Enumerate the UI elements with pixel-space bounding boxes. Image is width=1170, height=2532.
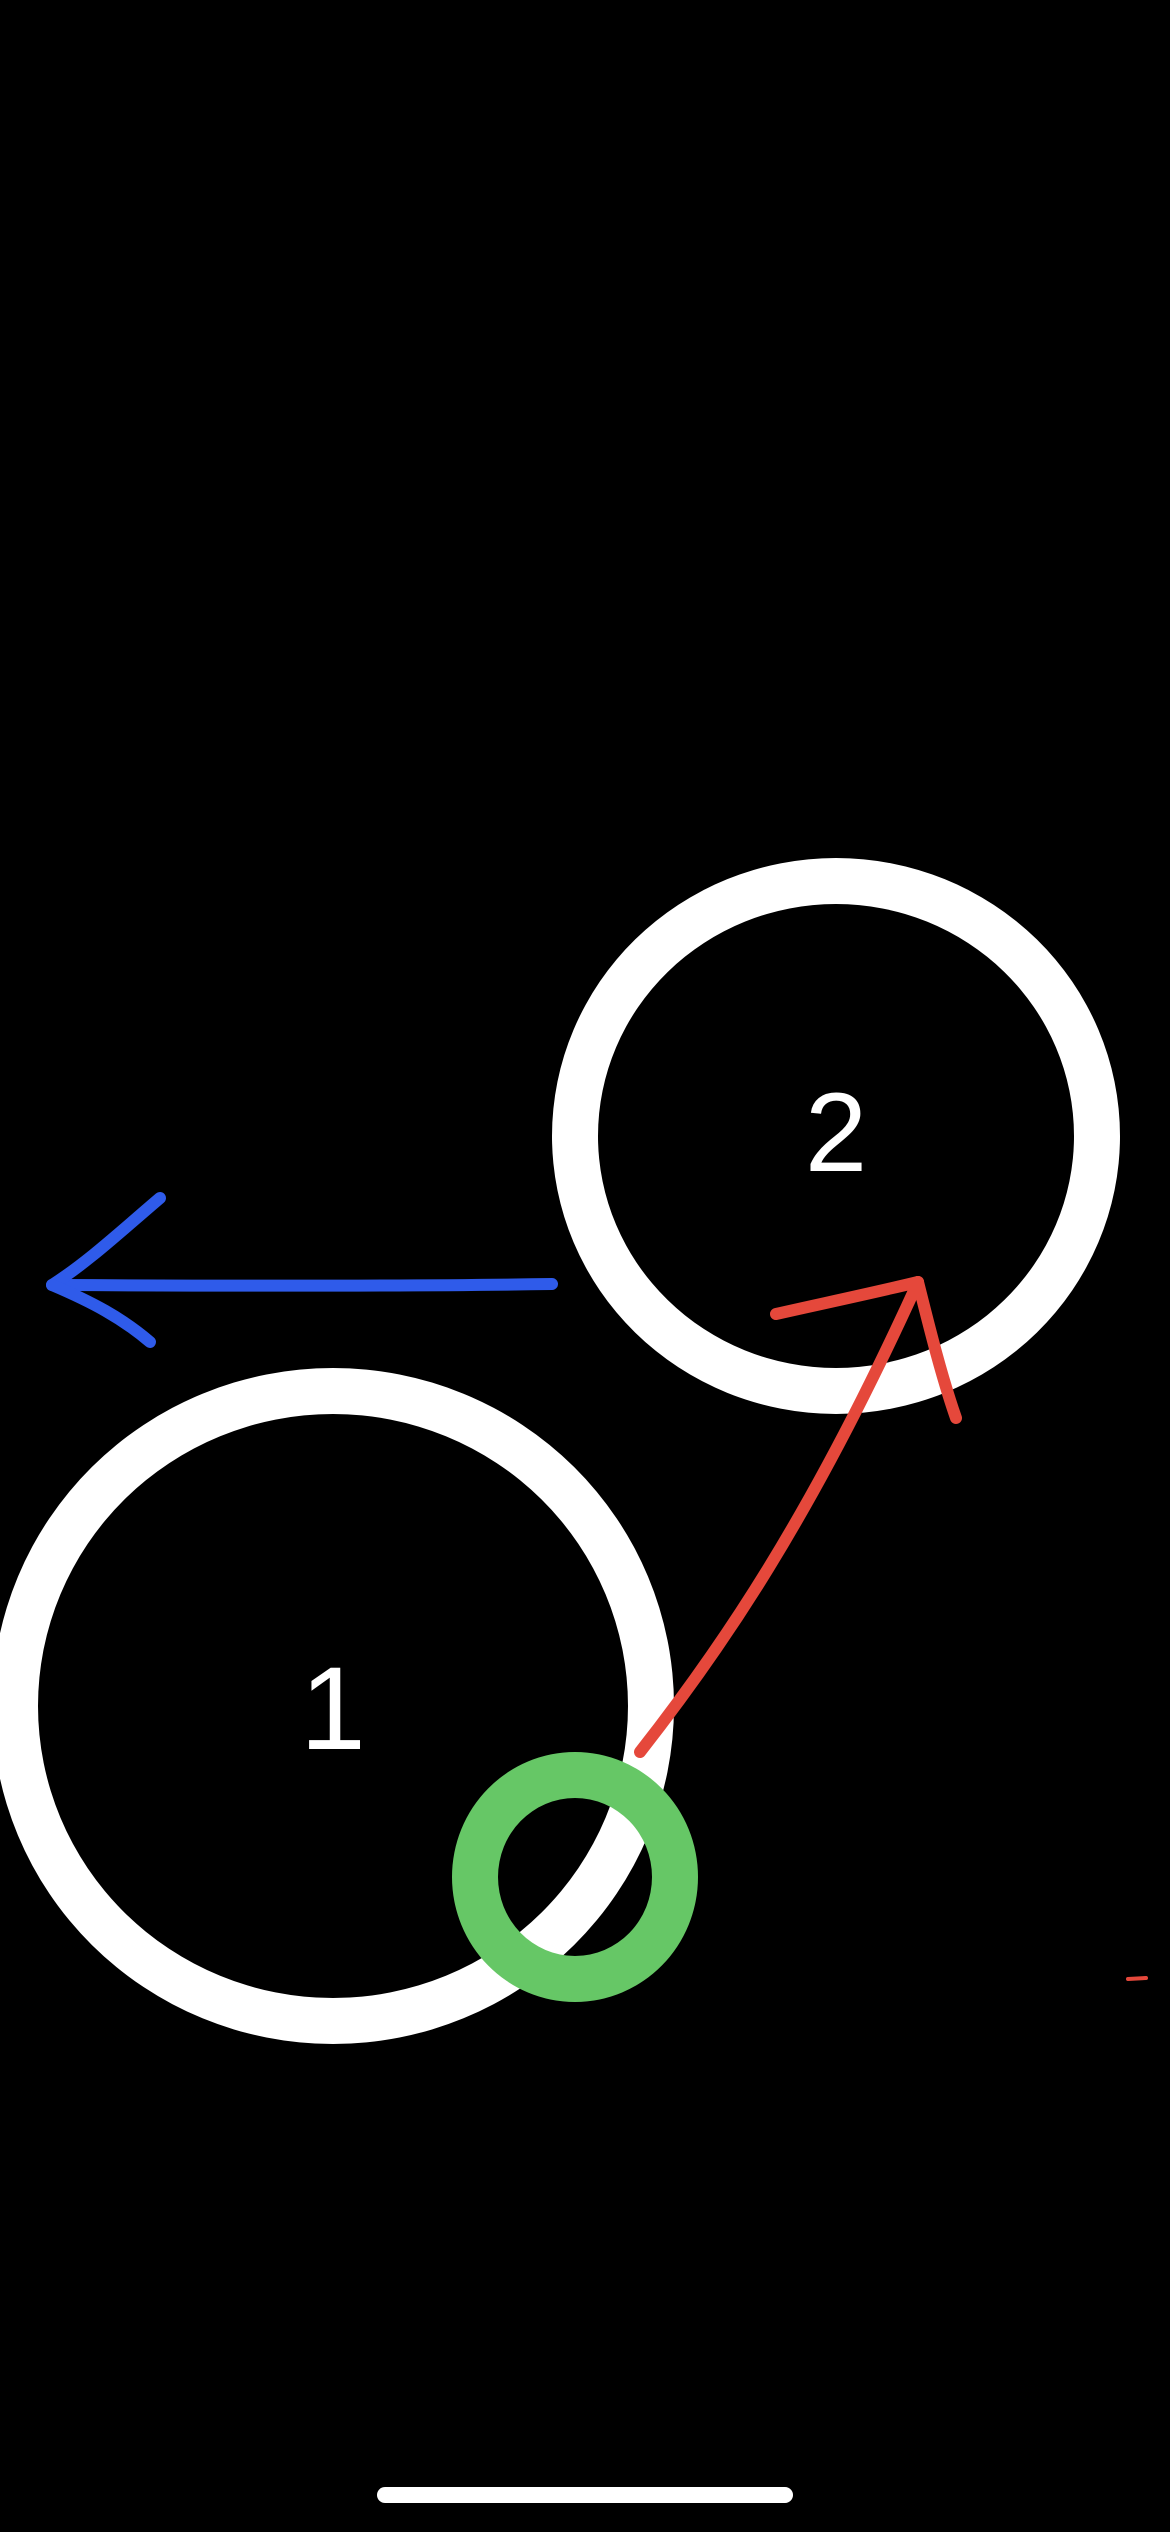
home-indicator[interactable] — [377, 2487, 793, 2503]
touch-indicator-circle — [452, 1752, 698, 2002]
target-number-1: 1 — [300, 1643, 366, 1775]
left-arrow-icon — [46, 1192, 558, 1348]
target-circle-2[interactable]: 2 — [552, 858, 1120, 1414]
red-dot-mark — [1126, 1976, 1148, 1981]
target-number-2: 2 — [804, 1070, 868, 1195]
